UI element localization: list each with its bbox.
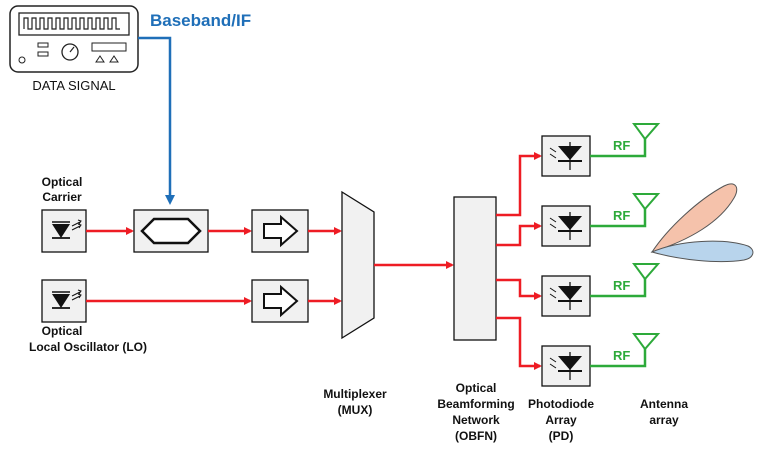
pd-label-1: Photodiode (528, 397, 594, 411)
obfn-to-pd2-path (496, 222, 542, 247)
optical-lo-label-1: Optical (42, 324, 83, 338)
rf-label-4: RF (613, 348, 630, 363)
antenna-icon-4 (632, 333, 661, 351)
modulator-block (133, 209, 209, 253)
upper-arrow-block (251, 209, 309, 253)
optical-carrier-label-1: Optical (42, 175, 83, 189)
antenna-icon-2 (632, 193, 661, 211)
obfn-label-1: Optical (456, 381, 497, 395)
pd-label-2: Array (545, 413, 577, 427)
obfn-label-4: (OBFN) (455, 429, 497, 443)
optical-carrier-label-2: Carrier (42, 190, 82, 204)
mux-label-1: Multiplexer (323, 387, 387, 401)
side-beam-lobe (650, 240, 754, 263)
obfn-to-pd4-path (496, 316, 542, 370)
obfn-label-3: Network (452, 413, 500, 427)
baseband-path (138, 36, 175, 205)
baseband-label: Baseband/IF (150, 11, 251, 30)
photodiode-4 (541, 345, 591, 387)
lower-arrow-block (251, 279, 309, 323)
antenna-label-2: array (649, 413, 679, 427)
optical-lo-label-2: Local Oscillator (LO) (29, 340, 147, 354)
multiplexer-block (341, 190, 375, 340)
obfn-to-pd3-path (496, 278, 542, 300)
antenna-icon-3 (632, 263, 661, 281)
rf-path-3 (590, 278, 647, 298)
rf-path-4 (590, 348, 647, 368)
photodiode-3 (541, 275, 591, 317)
rf-label-3: RF (613, 278, 630, 293)
obfn-block (453, 196, 497, 341)
rf-path-1 (590, 138, 647, 158)
photodiode-1 (541, 135, 591, 177)
antenna-icon-1 (632, 123, 661, 141)
rf-label-2: RF (613, 208, 630, 223)
rf-label-1: RF (613, 138, 630, 153)
obfn-label-2: Beamforming (437, 397, 514, 411)
pd-label-3: (PD) (549, 429, 574, 443)
optical-carrier-laser (41, 209, 87, 253)
rf-path-2 (590, 208, 647, 228)
optical-lo-laser (41, 279, 87, 323)
data-signal-label: DATA SIGNAL (32, 78, 115, 93)
obfn-to-pd1-path (496, 152, 542, 217)
antenna-label-1: Antenna (640, 397, 688, 411)
mux-label-2: (MUX) (338, 403, 373, 417)
signal-generator-icon (9, 5, 139, 73)
photodiode-2 (541, 205, 591, 247)
main-beam-lobe (650, 183, 738, 253)
